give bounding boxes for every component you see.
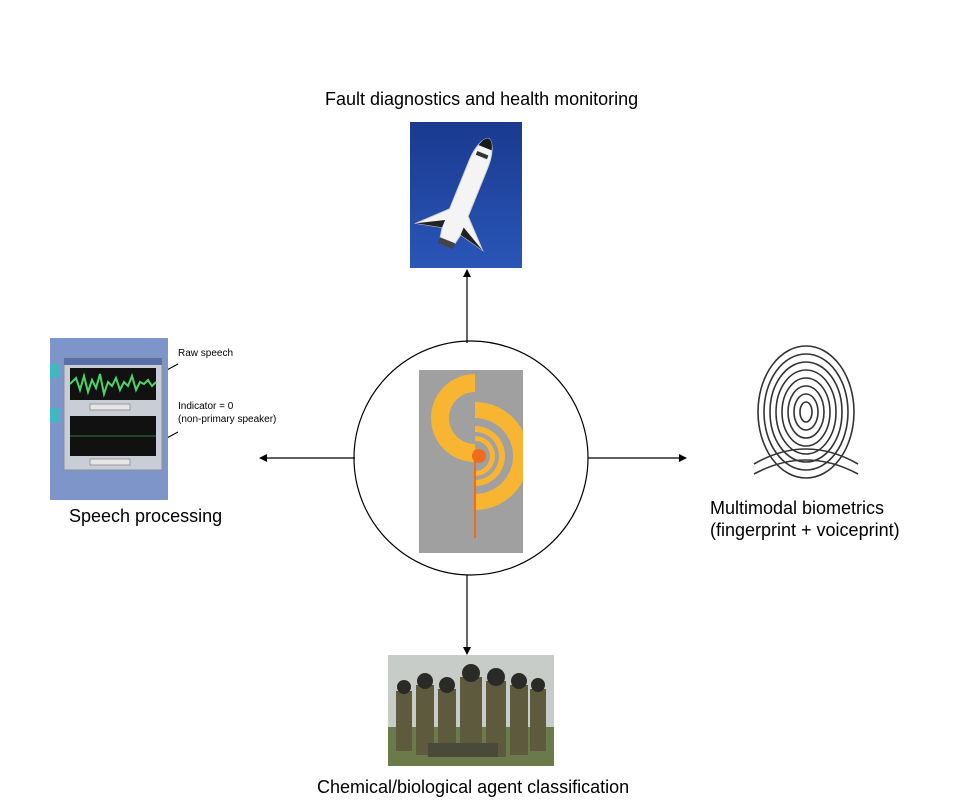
- bottom-label: Chemical/biological agent classification: [317, 777, 630, 797]
- raw-speech-annotation: Raw speech: [178, 348, 234, 359]
- right-label-line2: (fingerprint + voiceprint): [710, 520, 900, 540]
- hazmat-soldiers-image: [388, 655, 554, 766]
- indicator-annotation-line2: (non-primary speaker): [178, 414, 277, 425]
- top-label: Fault diagnostics and health monitoring: [325, 89, 639, 109]
- left-label: Speech processing: [69, 506, 223, 526]
- space-shuttle-image: [410, 122, 522, 268]
- indicator-annotation-line1: Indicator = 0: [178, 401, 234, 412]
- speech-screenshot: [50, 338, 168, 500]
- logo-emblem: [419, 370, 523, 553]
- fingerprint-image: [750, 334, 862, 482]
- right-label-line1: Multimodal biometrics: [710, 498, 885, 518]
